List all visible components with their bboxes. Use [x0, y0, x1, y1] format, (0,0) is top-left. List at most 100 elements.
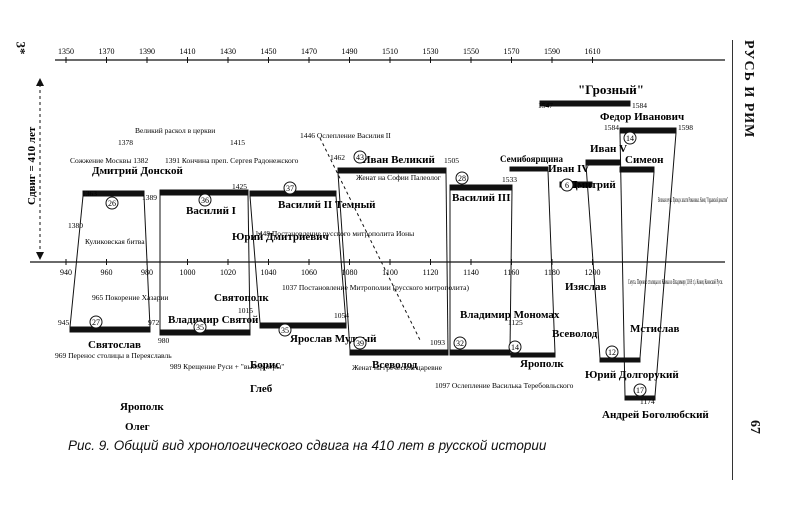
duration-circle [283, 181, 297, 195]
year-1363: 1363 [82, 189, 97, 198]
year-1174: 1174 [640, 397, 655, 406]
year-1584: 1584 [632, 101, 647, 110]
year-1054: 1054 [334, 311, 349, 320]
bar-semiboyar [509, 166, 549, 172]
duration-circle [455, 171, 469, 185]
year-1598: 1598 [678, 123, 693, 132]
bar-fedor [619, 127, 677, 134]
bar-vasily3 [449, 184, 513, 191]
duration-number: 26 [108, 199, 116, 208]
label-fedor: Федор Иванович [600, 111, 684, 123]
bottom-ticks-label: 1120 [423, 268, 439, 277]
year-1505: 1505 [444, 156, 459, 165]
note-sofia: Женат на Софии Палеолог [356, 173, 441, 182]
top-ticks-label: 1570 [504, 47, 520, 56]
note-vasily-blind: 1446 Ослепление Василия II [300, 131, 391, 140]
note-kiev: Смута. Перенос столицы из Киева во Влади… [628, 277, 723, 286]
duration-circle [623, 131, 637, 145]
bottom-ticks-label: 1160 [504, 268, 520, 277]
label-dmitry: Дмитрий Донской [92, 165, 183, 177]
top-ticks-label: 1350 [58, 47, 74, 56]
year-labels: 1363 1389 1425 1462 1505 1533 1547 1584 … [58, 101, 693, 406]
bottom-ticks-label: 940 [60, 268, 72, 277]
event-notes: Великий раскол в церкви Сожжение Москвы … [55, 126, 728, 390]
ruler-labels: Дмитрий Донской Василий I Юрий Дмитриеви… [88, 82, 709, 433]
bar-svyatoslav [69, 326, 151, 333]
top-ticks-label: 1550 [463, 47, 479, 56]
top-ticks-label: 1590 [544, 47, 560, 56]
duration-circle [633, 383, 647, 397]
bar-yaroslav [259, 322, 347, 329]
bar-dmitry2 [559, 181, 593, 188]
shift-arrow-head-icon [36, 78, 44, 86]
note-metro-1448: 1448 Постановление русского митрополита … [255, 229, 414, 238]
bottom-ticks-label: 1080 [342, 268, 358, 277]
note-khazars: 965 Покорение Хазарии [92, 293, 168, 302]
bar-ivan5 [585, 159, 621, 166]
duration-circle [560, 178, 574, 192]
label-yury-dolg: Юрий Долгорукий [585, 369, 679, 381]
running-head: РУСЬ И РИМ [741, 40, 756, 139]
label-semiboyar: Семибоярщина [500, 154, 563, 164]
label-monomakh: Владимир Мономах [460, 309, 560, 321]
label-oleg: Олег [125, 421, 150, 433]
label-dmitry2: Дмитрий [570, 179, 616, 191]
duration-number: 14 [626, 134, 634, 143]
duration-circle [278, 323, 292, 337]
note-greek-wife: Женат на греческой царевне [352, 363, 443, 372]
top-ticks-label: 1410 [180, 47, 196, 56]
top-ticks-label: 1490 [342, 47, 358, 56]
duration-number: 17 [636, 386, 644, 395]
year-1533: 1533 [502, 175, 517, 184]
year-980: 980 [158, 336, 170, 345]
duration-number: 27 [92, 318, 100, 327]
top-ticks-label: 1610 [585, 47, 601, 56]
page-margin-rule [732, 40, 733, 480]
duration-number: 35 [196, 323, 204, 332]
note-moscow-burn: Сожжение Москвы 1382 [70, 156, 148, 165]
year-1462: 1462 [330, 153, 345, 162]
label-yaropolk2: Ярополк [520, 358, 564, 370]
duration-circle [89, 315, 103, 329]
top-ticks-label: 1390 [139, 47, 155, 56]
top-ticks-label: 1430 [220, 47, 236, 56]
year-1584b: 1584 [604, 123, 619, 132]
duration-circle [353, 336, 367, 350]
bottom-ticks-label: 1020 [220, 268, 236, 277]
duration-circle [605, 345, 619, 359]
label-izyaslav: Изяслав [565, 281, 606, 293]
note-vasilko: 1097 Ослепление Василька Теребовльского [435, 381, 574, 390]
label-ivan5: Иван V [590, 143, 627, 155]
label-mstislav: Мстислав [630, 323, 680, 335]
note-baptism: 989 Крещение Руси + "выбор веры" [170, 362, 284, 371]
label-boris: Борис [250, 359, 280, 371]
label-grozny: "Грозный" [578, 82, 644, 97]
duration-circle [198, 193, 212, 207]
figure-caption: Рис. 9. Общий вид хронологического сдвиг… [68, 438, 547, 453]
duration-number: 35 [281, 326, 289, 335]
duration-number: 14 [511, 343, 519, 352]
duration-circle [193, 320, 207, 334]
bar-grozny [539, 100, 631, 107]
label-andrei: Андрей Боголюбский [602, 409, 709, 421]
label-yury: Юрий Дмитриевич [232, 231, 329, 243]
year-1425: 1425 [232, 182, 247, 191]
top-ticks-label: 1470 [301, 47, 317, 56]
label-ivan-great: Иван Великий [362, 154, 435, 166]
bottom-ticks-label: 1040 [261, 268, 277, 277]
label-svyatopolk: Святополк [214, 292, 269, 304]
connector-lines [69, 132, 677, 397]
year-1015: 1015 [238, 306, 253, 315]
top-ticks-label: 1370 [99, 47, 115, 56]
label-vsevolod: Всеволод [372, 359, 418, 371]
year-1125: 1125 [508, 318, 523, 327]
label-vasily3: Василий III [452, 192, 511, 204]
bottom-ticks-label: 1000 [180, 268, 196, 277]
duration-circle [508, 340, 522, 354]
bar-dmitry [82, 190, 145, 197]
year-1389: 1389 [142, 193, 157, 202]
year-1093: 1093 [430, 338, 445, 347]
bar-ivan-great [337, 167, 447, 174]
shift-arrow-tail-icon [36, 252, 44, 260]
